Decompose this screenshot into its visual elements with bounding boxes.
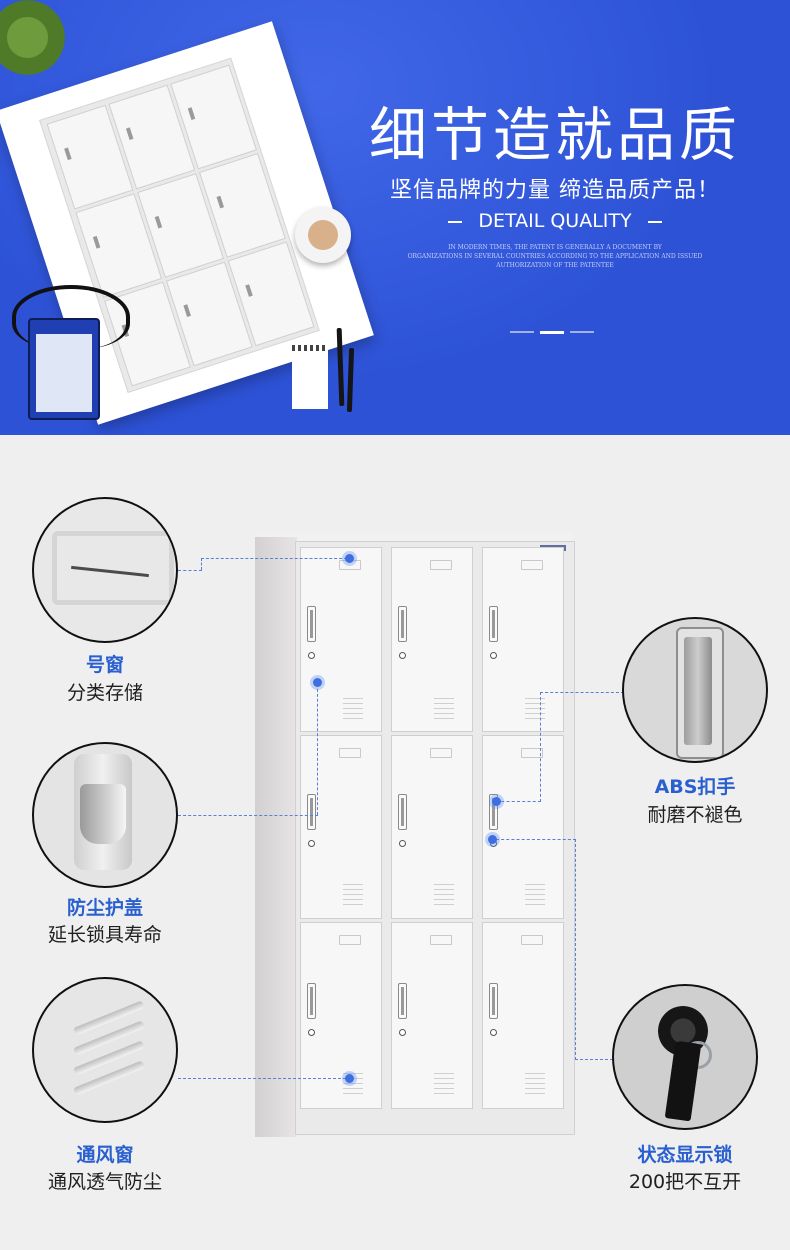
locker-door[interactable] [391,735,473,919]
lock-icon [308,1029,315,1036]
lanyard-decoration [12,285,130,349]
slide-dot-active[interactable] [540,330,564,334]
vent-icon [525,884,545,906]
dust-cover-icon [32,742,178,888]
vent-icon [343,884,363,906]
banner-fine-print: IN MODERN TIMES, THE PATENT IS GENERALLY… [400,243,710,270]
callout-label: ABS扣手 [654,776,736,798]
leader-line [178,815,318,816]
id-badge-decoration [28,318,100,420]
locker-cabinet [255,533,575,1137]
callout-desc: 通风透气防尘 [47,1171,162,1193]
locker-door[interactable] [391,922,473,1109]
leader-line [575,1059,613,1060]
vent-icon [525,698,545,720]
locker-door[interactable] [482,922,564,1109]
cabinet-side [255,537,297,1137]
callout-desc: 耐磨不褪色 [647,804,743,826]
leader-line [201,558,347,559]
english-title-text: DETAIL QUALITY [478,210,632,232]
locker-door[interactable] [482,735,564,919]
leader-line [575,839,577,1060]
lock-icon [399,652,406,659]
fine-print-line: IN MODERN TIMES, THE PATENT IS GENERALLY… [448,244,662,251]
number-window [430,748,452,758]
abs-handle-icon[interactable] [307,606,316,642]
dash-left [448,220,463,223]
callout-pin [488,835,497,844]
abs-handle-icon[interactable] [398,983,407,1019]
callout-pin [492,797,501,806]
leader-line [496,839,576,840]
lock-icon [399,840,406,847]
locker-door[interactable] [300,547,382,732]
status-lock-icon [612,984,758,1130]
number-window [339,935,361,945]
vent-icon [434,884,454,906]
lock-icon [490,1029,497,1036]
leader-line [540,692,624,693]
callout-pin [345,554,354,563]
abs-handle-icon[interactable] [398,794,407,830]
vent-icon [343,698,363,720]
locker-door[interactable] [482,547,564,732]
abs-handle-icon[interactable] [489,794,498,830]
vent-icon [434,698,454,720]
lock-icon [490,652,497,659]
notepad-decoration [292,345,328,409]
hero-banner: 细节造就品质 坚信品牌的力量 缔造品质产品！ DETAIL QUALITY IN… [0,0,790,435]
callout-label: 通风窗 [76,1144,134,1166]
number-window [521,748,543,758]
lock-icon [399,1029,406,1036]
callout-pin [345,1074,354,1083]
leader-line [178,1078,346,1079]
number-window [521,935,543,945]
number-window [521,560,543,570]
abs-handle-icon[interactable] [307,794,316,830]
abs-handle-icon[interactable] [307,983,316,1019]
coffee-cup-decoration [295,207,351,263]
locker-door[interactable] [391,547,473,732]
vent-icon [434,1073,454,1095]
abs-handle-icon [622,617,768,763]
leader-line [540,692,542,802]
dust-cover-detail [80,784,126,844]
leader-line [178,570,202,571]
dash-right [647,220,662,223]
number-window [430,560,452,570]
slide-dot[interactable] [510,331,534,333]
cabinet-top [255,533,573,543]
number-window [339,748,361,758]
slide-indicator [510,330,594,334]
leader-line [201,558,203,570]
number-window-detail [52,531,174,605]
banner-english-title: DETAIL QUALITY [350,210,760,232]
locker-door[interactable] [300,735,382,919]
fine-print-line: AUTHORIZATION OF THE PATENTEE [496,262,614,269]
number-window-icon [32,497,178,643]
vent-icon [32,977,178,1123]
abs-handle-icon[interactable] [489,606,498,642]
locker-door[interactable] [300,922,382,1109]
leader-line [317,684,319,815]
vent-icon [525,1073,545,1095]
callout-pin [313,678,322,687]
banner-subtitle: 坚信品牌的力量 缔造品质产品！ [390,178,720,203]
banner-title: 细节造就品质 [368,101,741,169]
callout-desc: 200把不互开 [628,1171,742,1193]
abs-handle-icon[interactable] [489,983,498,1019]
lock-icon [308,652,315,659]
lock-icon [308,840,315,847]
callout-label: 号窗 [85,654,124,676]
number-window [430,935,452,945]
leader-line [496,801,541,802]
callout-label: 状态显示锁 [637,1144,733,1166]
callout-desc: 延长锁具寿命 [47,924,162,946]
fine-print-line: ORGANIZATIONS IN SEVERAL COUNTRIES ACCOR… [407,253,703,260]
callout-desc: 分类存储 [66,682,143,704]
callout-label: 防尘护盖 [66,897,143,919]
abs-handle-icon[interactable] [398,606,407,642]
slide-dot[interactable] [570,331,594,333]
abs-handle-grip [684,637,712,745]
